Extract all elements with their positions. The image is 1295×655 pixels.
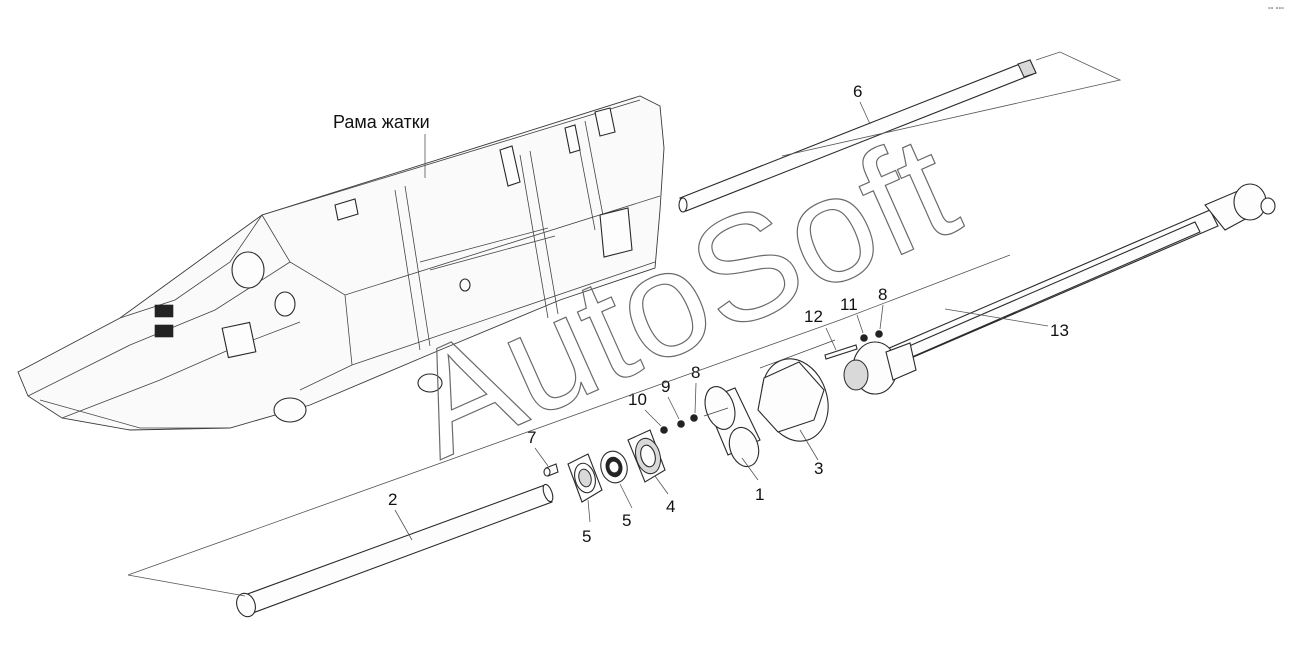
callout-3: 3 xyxy=(814,459,823,478)
callout-7: 7 xyxy=(527,428,536,447)
callout-14: 5 xyxy=(622,511,631,530)
callout-5: 5 xyxy=(582,527,591,546)
callout-10: 10 xyxy=(628,390,647,409)
shaft-6 xyxy=(678,59,1037,213)
bolt-7 xyxy=(543,463,559,477)
callout-11: 11 xyxy=(840,295,858,314)
callout-13: 13 xyxy=(1050,321,1069,340)
washer-10 xyxy=(660,426,668,434)
callout-2: 2 xyxy=(388,490,397,509)
bearing-14 xyxy=(600,450,628,484)
callout-1: 1 xyxy=(755,485,764,504)
washer-9 xyxy=(677,420,685,428)
washer-11 xyxy=(860,334,868,342)
disc-3 xyxy=(757,339,836,442)
header-frame xyxy=(17,95,665,431)
callout-9: 9 xyxy=(661,377,670,396)
corner-mark: °° °°° xyxy=(1268,6,1284,14)
washer-8b xyxy=(690,414,698,422)
callout-8a: 8 xyxy=(878,285,887,304)
callout-12: 12 xyxy=(804,307,823,326)
callout-4: 4 xyxy=(666,497,675,516)
shaft-2 xyxy=(236,483,554,618)
bearing-housing-4 xyxy=(627,429,666,483)
callout-8b: 8 xyxy=(691,363,700,382)
cup-1 xyxy=(703,386,761,468)
washer-8a xyxy=(875,330,883,338)
cardan-shaft-13 xyxy=(843,183,1276,395)
frame-label: Рама жатки xyxy=(333,112,430,132)
pin-12 xyxy=(824,344,858,360)
callout-6: 6 xyxy=(853,82,862,101)
flange-5 xyxy=(567,453,603,503)
